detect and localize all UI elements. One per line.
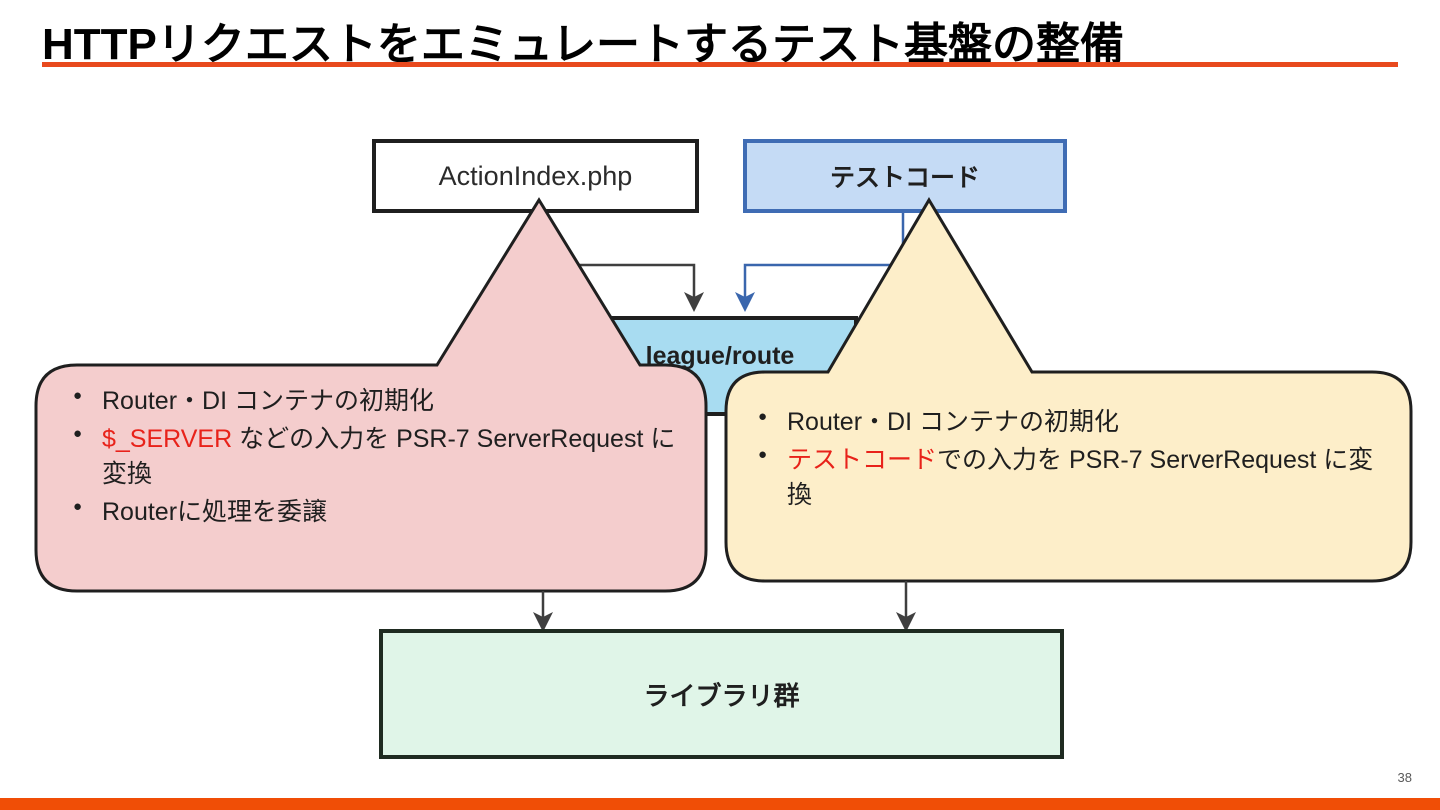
diagram-canvas: ActionIndex.php テストコード league/route ライブラ… (0, 90, 1440, 790)
list-item: Router・DI コンテナの初期化 (40, 384, 680, 420)
node-libraries (379, 629, 1064, 759)
callout-left-item-1-highlight: $_SERVER (102, 424, 233, 453)
edge-test-to-route (735, 210, 905, 312)
list-item: Router・DI コンテナの初期化 (725, 405, 1385, 441)
edge-action-to-route (560, 263, 704, 312)
callout-right-list: Router・DI コンテナの初期化 テストコードでの入力を PSR-7 Ser… (725, 405, 1385, 514)
list-item: テストコードでの入力を PSR-7 ServerRequest に変換 (725, 443, 1385, 514)
page-title: HTTPリクエストをエミュレートするテスト基盤の整備 (42, 20, 1124, 69)
footer-bar (0, 798, 1440, 810)
callout-right-item-1-rest: での入力を PSR-7 ServerRequest に変換 (787, 445, 1374, 510)
callout-right-item-0: Router・DI コンテナの初期化 (787, 408, 1119, 436)
callout-left-list: Router・DI コンテナの初期化 $_SERVER などの入力を PSR-7… (40, 384, 680, 530)
callout-left-item-2: Routerに処理を委譲 (102, 497, 328, 526)
callout-right-shape (724, 197, 1413, 583)
page-number: 38 (1397, 770, 1412, 785)
callout-right-text: Router・DI コンテナの初期化 テストコードでの入力を PSR-7 Ser… (725, 405, 1385, 516)
callout-right-item-1-highlight: テストコード (787, 445, 938, 474)
callout-left-item-1-rest: などの入力を PSR-7 ServerRequest に変換 (102, 424, 676, 489)
node-action-index (372, 139, 699, 213)
node-test-code (743, 139, 1067, 213)
list-item: $_SERVER などの入力を PSR-7 ServerRequest に変換 (40, 422, 680, 493)
callout-left-text: Router・DI コンテナの初期化 $_SERVER などの入力を PSR-7… (40, 384, 680, 532)
callout-left-item-0: Router・DI コンテナの初期化 (102, 387, 434, 415)
title-underline (42, 62, 1398, 67)
list-item: Routerに処理を委譲 (40, 495, 680, 531)
